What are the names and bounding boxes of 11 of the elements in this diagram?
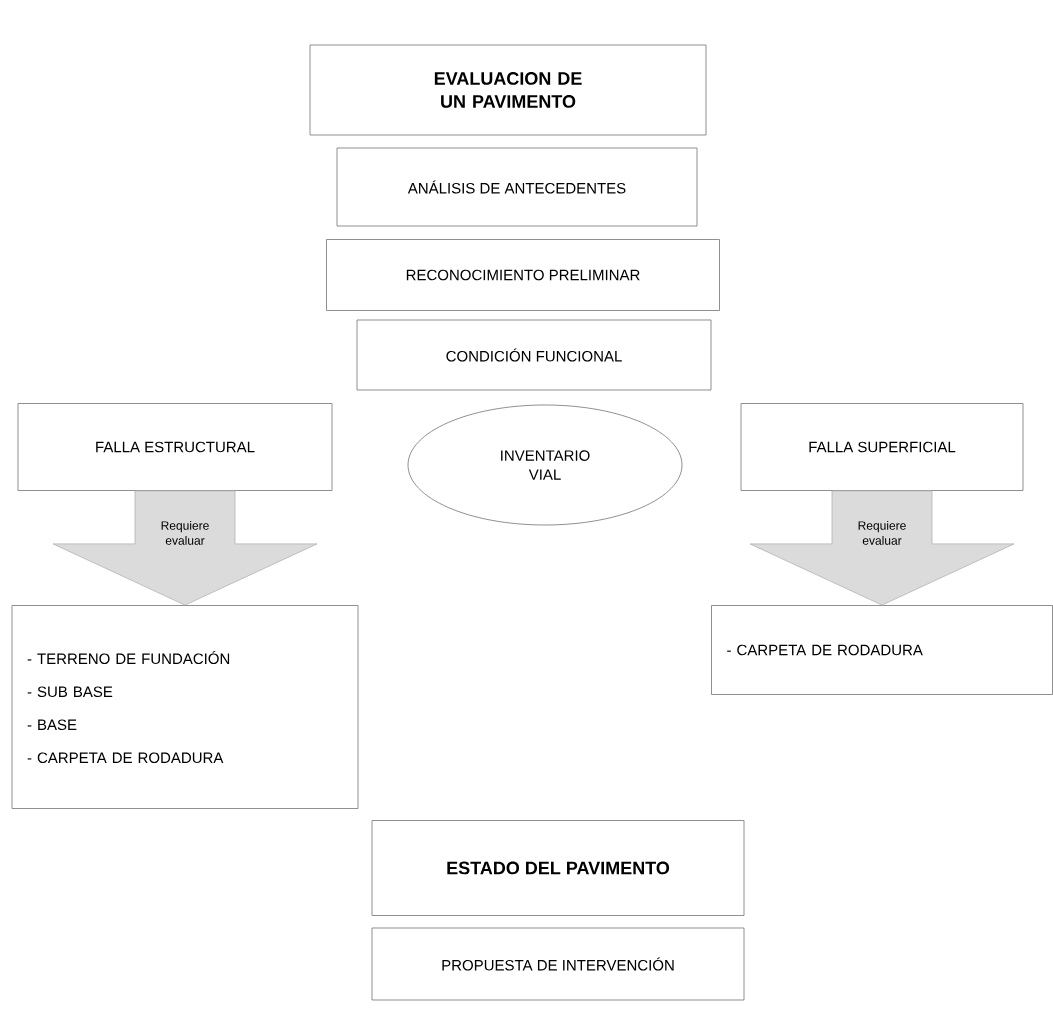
title-box: EVALUACION DE UN PAVIMENTO — [309, 44, 707, 136]
layer-list-box: - TERRENO DE FUNDACIÓN - SUB BASE - BASE - CARPETA DE RODADURA — [11, 605, 359, 809]
result-box: ESTADO DEL PAVIMENTO — [371, 820, 745, 916]
step-box: RECONOCIMIENTO PRELIMINAR — [326, 239, 720, 311]
step-box: ANÁLISIS DE ANTECEDENTES — [336, 147, 698, 227]
edge-label: Requiere evaluar — [849, 520, 915, 546]
failure-box: FALLA ESTRUCTURAL — [17, 403, 333, 491]
step-box: CONDICIÓN FUNCIONAL — [356, 319, 712, 391]
proposal-box: PROPUESTA DE INTERVENCIÓN — [371, 927, 745, 1001]
layer-list-box: - CARPETA DE RODADURA — [711, 605, 1053, 695]
edge-label: Requiere evaluar — [152, 520, 218, 546]
